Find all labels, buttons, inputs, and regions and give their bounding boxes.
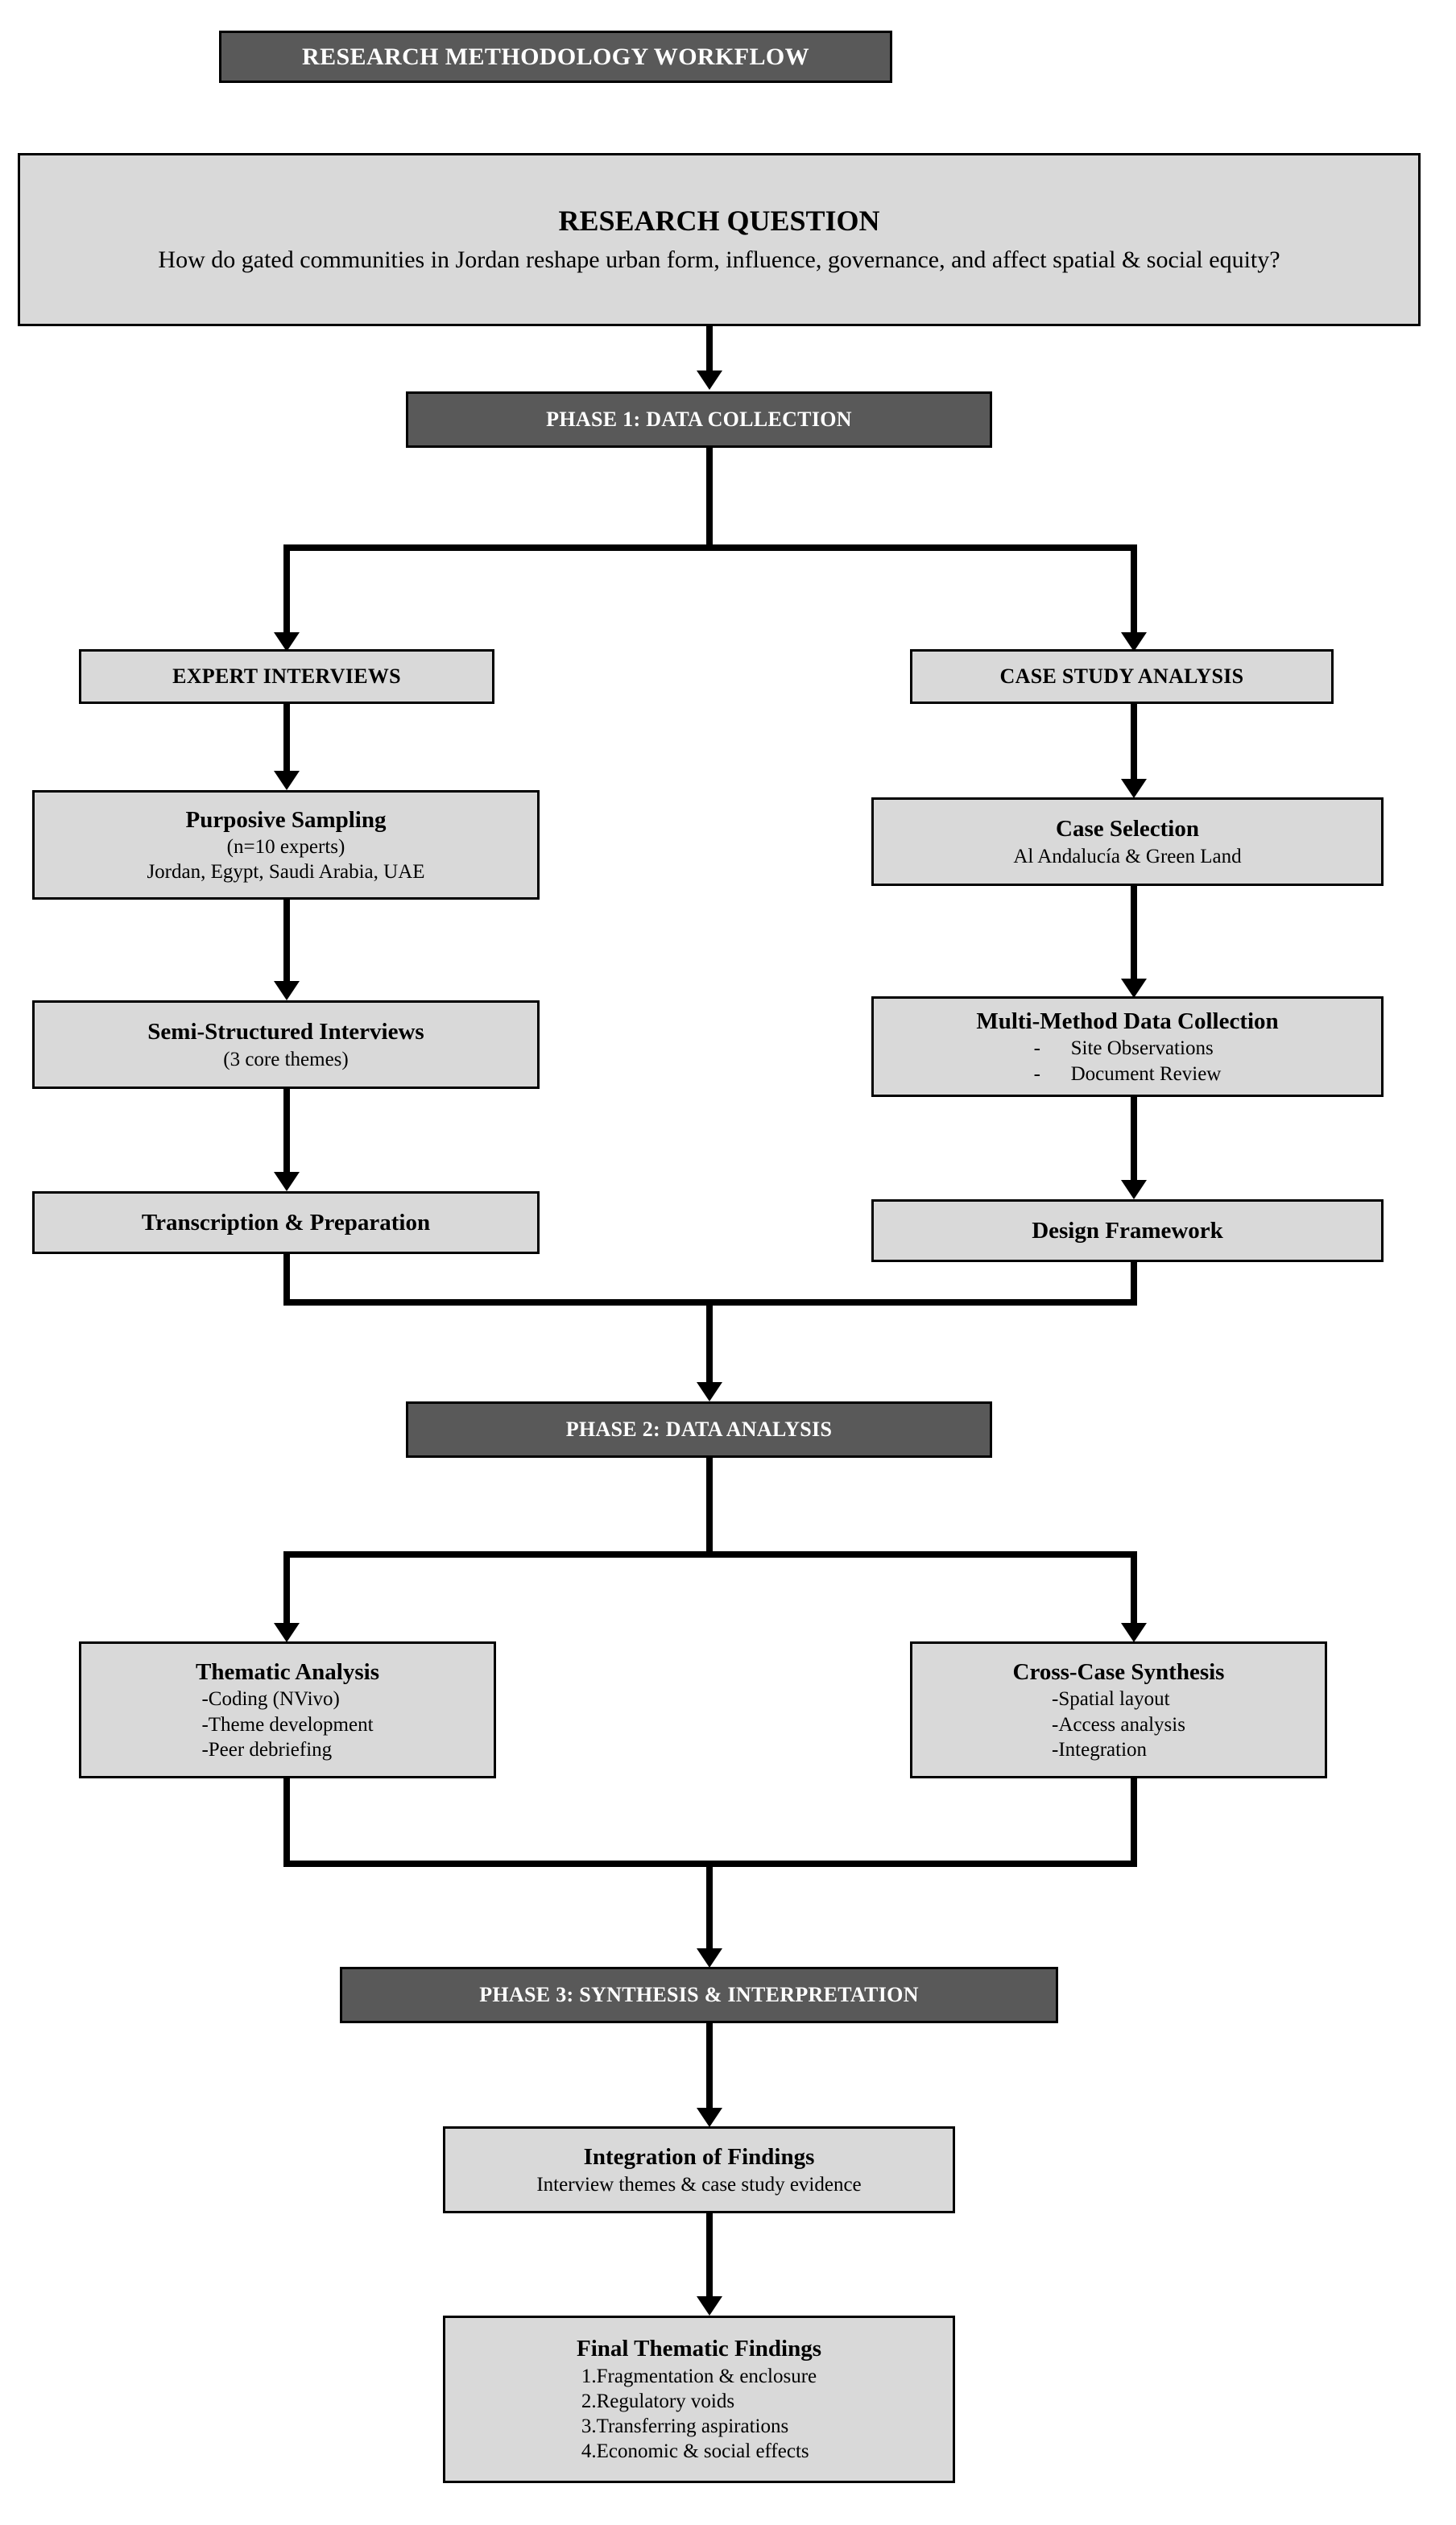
connector-transcription-down	[283, 1254, 290, 1306]
expert-interviews-head: EXPERT INTERVIEWS	[79, 649, 494, 704]
integration-sub1: Interview themes & case study evidence	[536, 2173, 862, 2196]
arrowhead-to-cross-case	[1121, 1623, 1147, 1642]
research-question-box: RESEARCH QUESTION How do gated communiti…	[18, 153, 1421, 326]
arrowhead-merge-to-phase3	[697, 1948, 722, 1968]
cross-case-item-list: -Spatial layout -Access analysis -Integr…	[1052, 1687, 1185, 1762]
list-item: - Site Observations	[1034, 1036, 1222, 1061]
connector-sampling-to-interviews	[283, 900, 290, 987]
arrowhead-to-thematic-analysis	[274, 1623, 300, 1642]
arrowhead-rq-to-phase1	[697, 370, 722, 390]
multi-method-item-list: - Site Observations - Document Review	[1034, 1036, 1222, 1087]
arrowhead-to-case-study	[1121, 632, 1147, 652]
connector-merge-to-phase2	[706, 1299, 713, 1388]
thematic-analysis-title: Thematic Analysis	[196, 1659, 379, 1685]
arrowhead-selection-to-multimethod	[1121, 979, 1147, 998]
thematic-analysis-box: Thematic Analysis -Coding (NVivo) -Theme…	[79, 1641, 496, 1778]
research-question-text: How do gated communities in Jordan resha…	[158, 246, 1280, 273]
case-study-analysis-label: CASE STUDY ANALYSIS	[999, 664, 1244, 688]
arrowhead-sampling-to-interviews	[274, 981, 300, 1000]
list-item: 4.Economic & social effects	[581, 2440, 809, 2463]
title-banner-label: RESEARCH METHODOLOGY WORKFLOW	[302, 43, 809, 70]
connector-design-down	[1131, 1262, 1137, 1306]
phase3-label: PHASE 3: SYNTHESIS & INTERPRETATION	[479, 1982, 919, 2006]
final-findings-item-list: 1.Fragmentation & enclosure 2.Regulatory…	[581, 2364, 817, 2465]
design-framework-box: Design Framework	[871, 1199, 1384, 1262]
connector-csa-to-selection	[1131, 704, 1137, 784]
connector-integration-to-final	[706, 2213, 713, 2302]
integration-of-findings-box: Integration of Findings Interview themes…	[443, 2126, 955, 2213]
research-question-heading: RESEARCH QUESTION	[558, 204, 880, 237]
list-item: 3.Transferring aspirations	[581, 2415, 789, 2438]
thematic-analysis-item-list: -Coding (NVivo) -Theme development -Peer…	[201, 1687, 373, 1762]
phase2-banner: PHASE 2: DATA ANALYSIS	[406, 1401, 992, 1458]
list-item: -Access analysis	[1052, 1713, 1185, 1736]
connector-bus-right-phase2	[1131, 1551, 1137, 1629]
arrowhead-multimethod-to-design	[1121, 1180, 1147, 1199]
multi-method-item-0: Site Observations	[1070, 1037, 1214, 1060]
connector-bus-right-phase1	[1131, 544, 1137, 638]
transcription-preparation-title: Transcription & Preparation	[141, 1209, 431, 1236]
cross-case-synthesis-title: Cross-Case Synthesis	[1012, 1659, 1225, 1685]
case-selection-box: Case Selection Al Andalucía & Green Land	[871, 797, 1384, 886]
semi-structured-interviews-title: Semi-Structured Interviews	[147, 1019, 424, 1045]
design-framework-title: Design Framework	[1032, 1217, 1223, 1244]
multi-method-title: Multi-Method Data Collection	[976, 1008, 1279, 1035]
dash-marker: -	[1033, 1062, 1040, 1085]
title-banner: RESEARCH METHODOLOGY WORKFLOW	[219, 31, 892, 83]
dash-marker: -	[1033, 1037, 1040, 1060]
connector-bus-left-phase1	[283, 544, 290, 638]
connector-multimethod-to-design	[1131, 1097, 1137, 1186]
connector-rq-to-phase1	[706, 326, 713, 376]
list-item: 1.Fragmentation & enclosure	[581, 2365, 817, 2387]
multi-method-item-1: Document Review	[1070, 1062, 1222, 1085]
arrowhead-to-expert-interviews	[274, 632, 300, 652]
arrowhead-ei-to-sampling	[274, 771, 300, 790]
list-item: -Theme development	[201, 1713, 374, 1736]
semi-structured-interviews-sub1: (3 core themes)	[223, 1048, 349, 1070]
list-item: -Integration	[1052, 1738, 1148, 1761]
semi-structured-interviews-box: Semi-Structured Interviews (3 core theme…	[32, 1000, 540, 1089]
connector-bus-left-phase2	[283, 1551, 290, 1629]
purposive-sampling-box: Purposive Sampling (n=10 experts) Jordan…	[32, 790, 540, 900]
cross-case-synthesis-box: Cross-Case Synthesis -Spatial layout -Ac…	[910, 1641, 1327, 1778]
connector-interviews-to-transcription	[283, 1089, 290, 1178]
phase1-label: PHASE 1: DATA COLLECTION	[546, 407, 852, 431]
phase3-banner: PHASE 3: SYNTHESIS & INTERPRETATION	[340, 1967, 1058, 2023]
list-item: 2.Regulatory voids	[581, 2390, 735, 2412]
connector-merge-to-phase3	[706, 1861, 713, 1954]
integration-title: Integration of Findings	[583, 2144, 815, 2171]
connector-phase2-down	[706, 1458, 713, 1556]
connector-selection-to-multimethod	[1131, 886, 1137, 984]
list-item: -Peer debriefing	[201, 1738, 333, 1761]
list-item: - Document Review	[1034, 1062, 1222, 1087]
case-study-analysis-head: CASE STUDY ANALYSIS	[910, 649, 1334, 704]
list-item: -Coding (NVivo)	[201, 1688, 340, 1711]
connector-split-bus-phase1	[283, 544, 1137, 551]
final-thematic-findings-title: Final Thematic Findings	[576, 2336, 822, 2362]
arrowhead-csa-to-selection	[1121, 779, 1147, 798]
connector-split-bus-phase2	[283, 1551, 1137, 1558]
arrowhead-interviews-to-transcription	[274, 1172, 300, 1191]
expert-interviews-label: EXPERT INTERVIEWS	[172, 664, 401, 688]
transcription-preparation-box: Transcription & Preparation	[32, 1191, 540, 1254]
case-selection-title: Case Selection	[1056, 816, 1199, 842]
phase1-banner: PHASE 1: DATA COLLECTION	[406, 391, 992, 448]
list-item: -Spatial layout	[1052, 1688, 1170, 1711]
purposive-sampling-sub2: Jordan, Egypt, Saudi Arabia, UAE	[147, 861, 425, 884]
connector-ei-to-sampling	[283, 704, 290, 776]
phase2-label: PHASE 2: DATA ANALYSIS	[565, 1417, 833, 1441]
purposive-sampling-title: Purposive Sampling	[185, 806, 387, 833]
connector-crosscase-down	[1131, 1778, 1137, 1867]
connector-phase1-down	[706, 448, 713, 549]
multi-method-data-collection-box: Multi-Method Data Collection - Site Obser…	[871, 996, 1384, 1097]
purposive-sampling-sub1: (n=10 experts)	[226, 835, 345, 858]
arrowhead-merge-to-phase2	[697, 1382, 722, 1401]
connector-thematic-down	[283, 1778, 290, 1867]
arrowhead-integration-to-final	[697, 2296, 722, 2316]
final-thematic-findings-box: Final Thematic Findings 1.Fragmentation …	[443, 2316, 955, 2483]
connector-phase3-to-integration	[706, 2023, 713, 2113]
arrowhead-phase3-to-integration	[697, 2108, 722, 2127]
case-selection-sub1: Al Andalucía & Green Land	[1013, 845, 1242, 867]
